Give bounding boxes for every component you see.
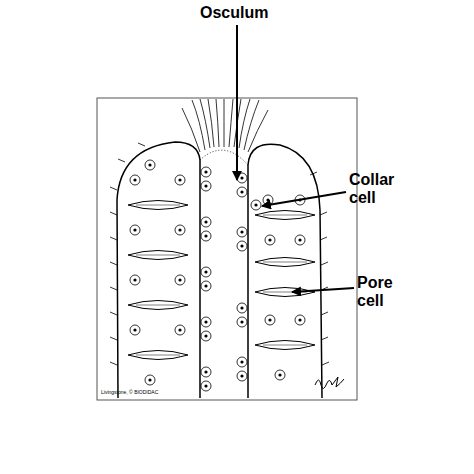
part-label: Collar cell [349,171,401,208]
part-label: Osculum [200,4,268,22]
credit-text: Livingstone, © BIODIDAC [101,390,158,396]
part-label: Pore cell [357,274,401,311]
